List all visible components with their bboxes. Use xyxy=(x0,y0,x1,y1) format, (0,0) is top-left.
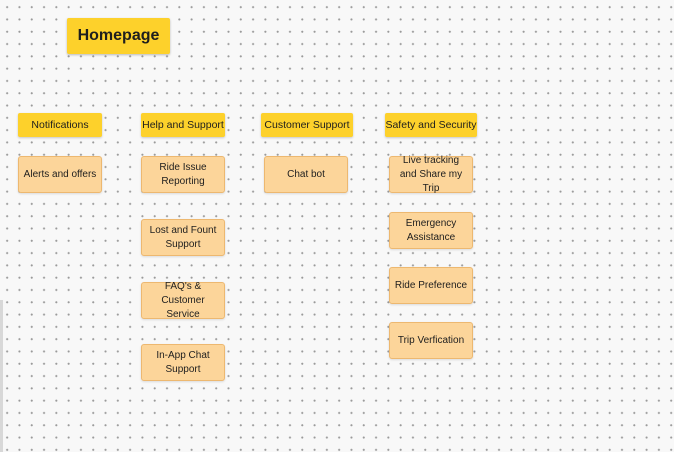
trip-verification-note[interactable]: Trip Verfication xyxy=(389,322,473,359)
chat-bot-note[interactable]: Chat bot xyxy=(264,156,348,193)
alerts-and-offers-note[interactable]: Alerts and offers xyxy=(18,156,102,193)
emergency-assistance-note[interactable]: Emergency Assistance xyxy=(389,212,473,249)
customer-support-header-sticky[interactable]: Customer Support xyxy=(261,113,353,137)
live-tracking-share-trip-note[interactable]: Live tracking and Share my Trip xyxy=(389,155,473,194)
ride-preference-note[interactable]: Ride Preference xyxy=(389,267,473,304)
notifications-header-sticky[interactable]: Notifications xyxy=(18,113,102,137)
ride-issue-reporting-note[interactable]: Ride Issue Reporting xyxy=(141,156,225,193)
faqs-customer-service-note[interactable]: FAQ's & Customer Service xyxy=(141,281,225,320)
lost-and-found-support-note[interactable]: Lost and Fount Support xyxy=(141,219,225,256)
in-app-chat-support-note[interactable]: In-App Chat Support xyxy=(141,344,225,381)
help-and-support-header-sticky[interactable]: Help and Support xyxy=(141,113,225,137)
canvas-edge-divider xyxy=(0,300,3,452)
homepage-title-sticky[interactable]: Homepage xyxy=(67,18,170,54)
safety-and-security-header-sticky[interactable]: Safety and Security xyxy=(385,113,477,137)
